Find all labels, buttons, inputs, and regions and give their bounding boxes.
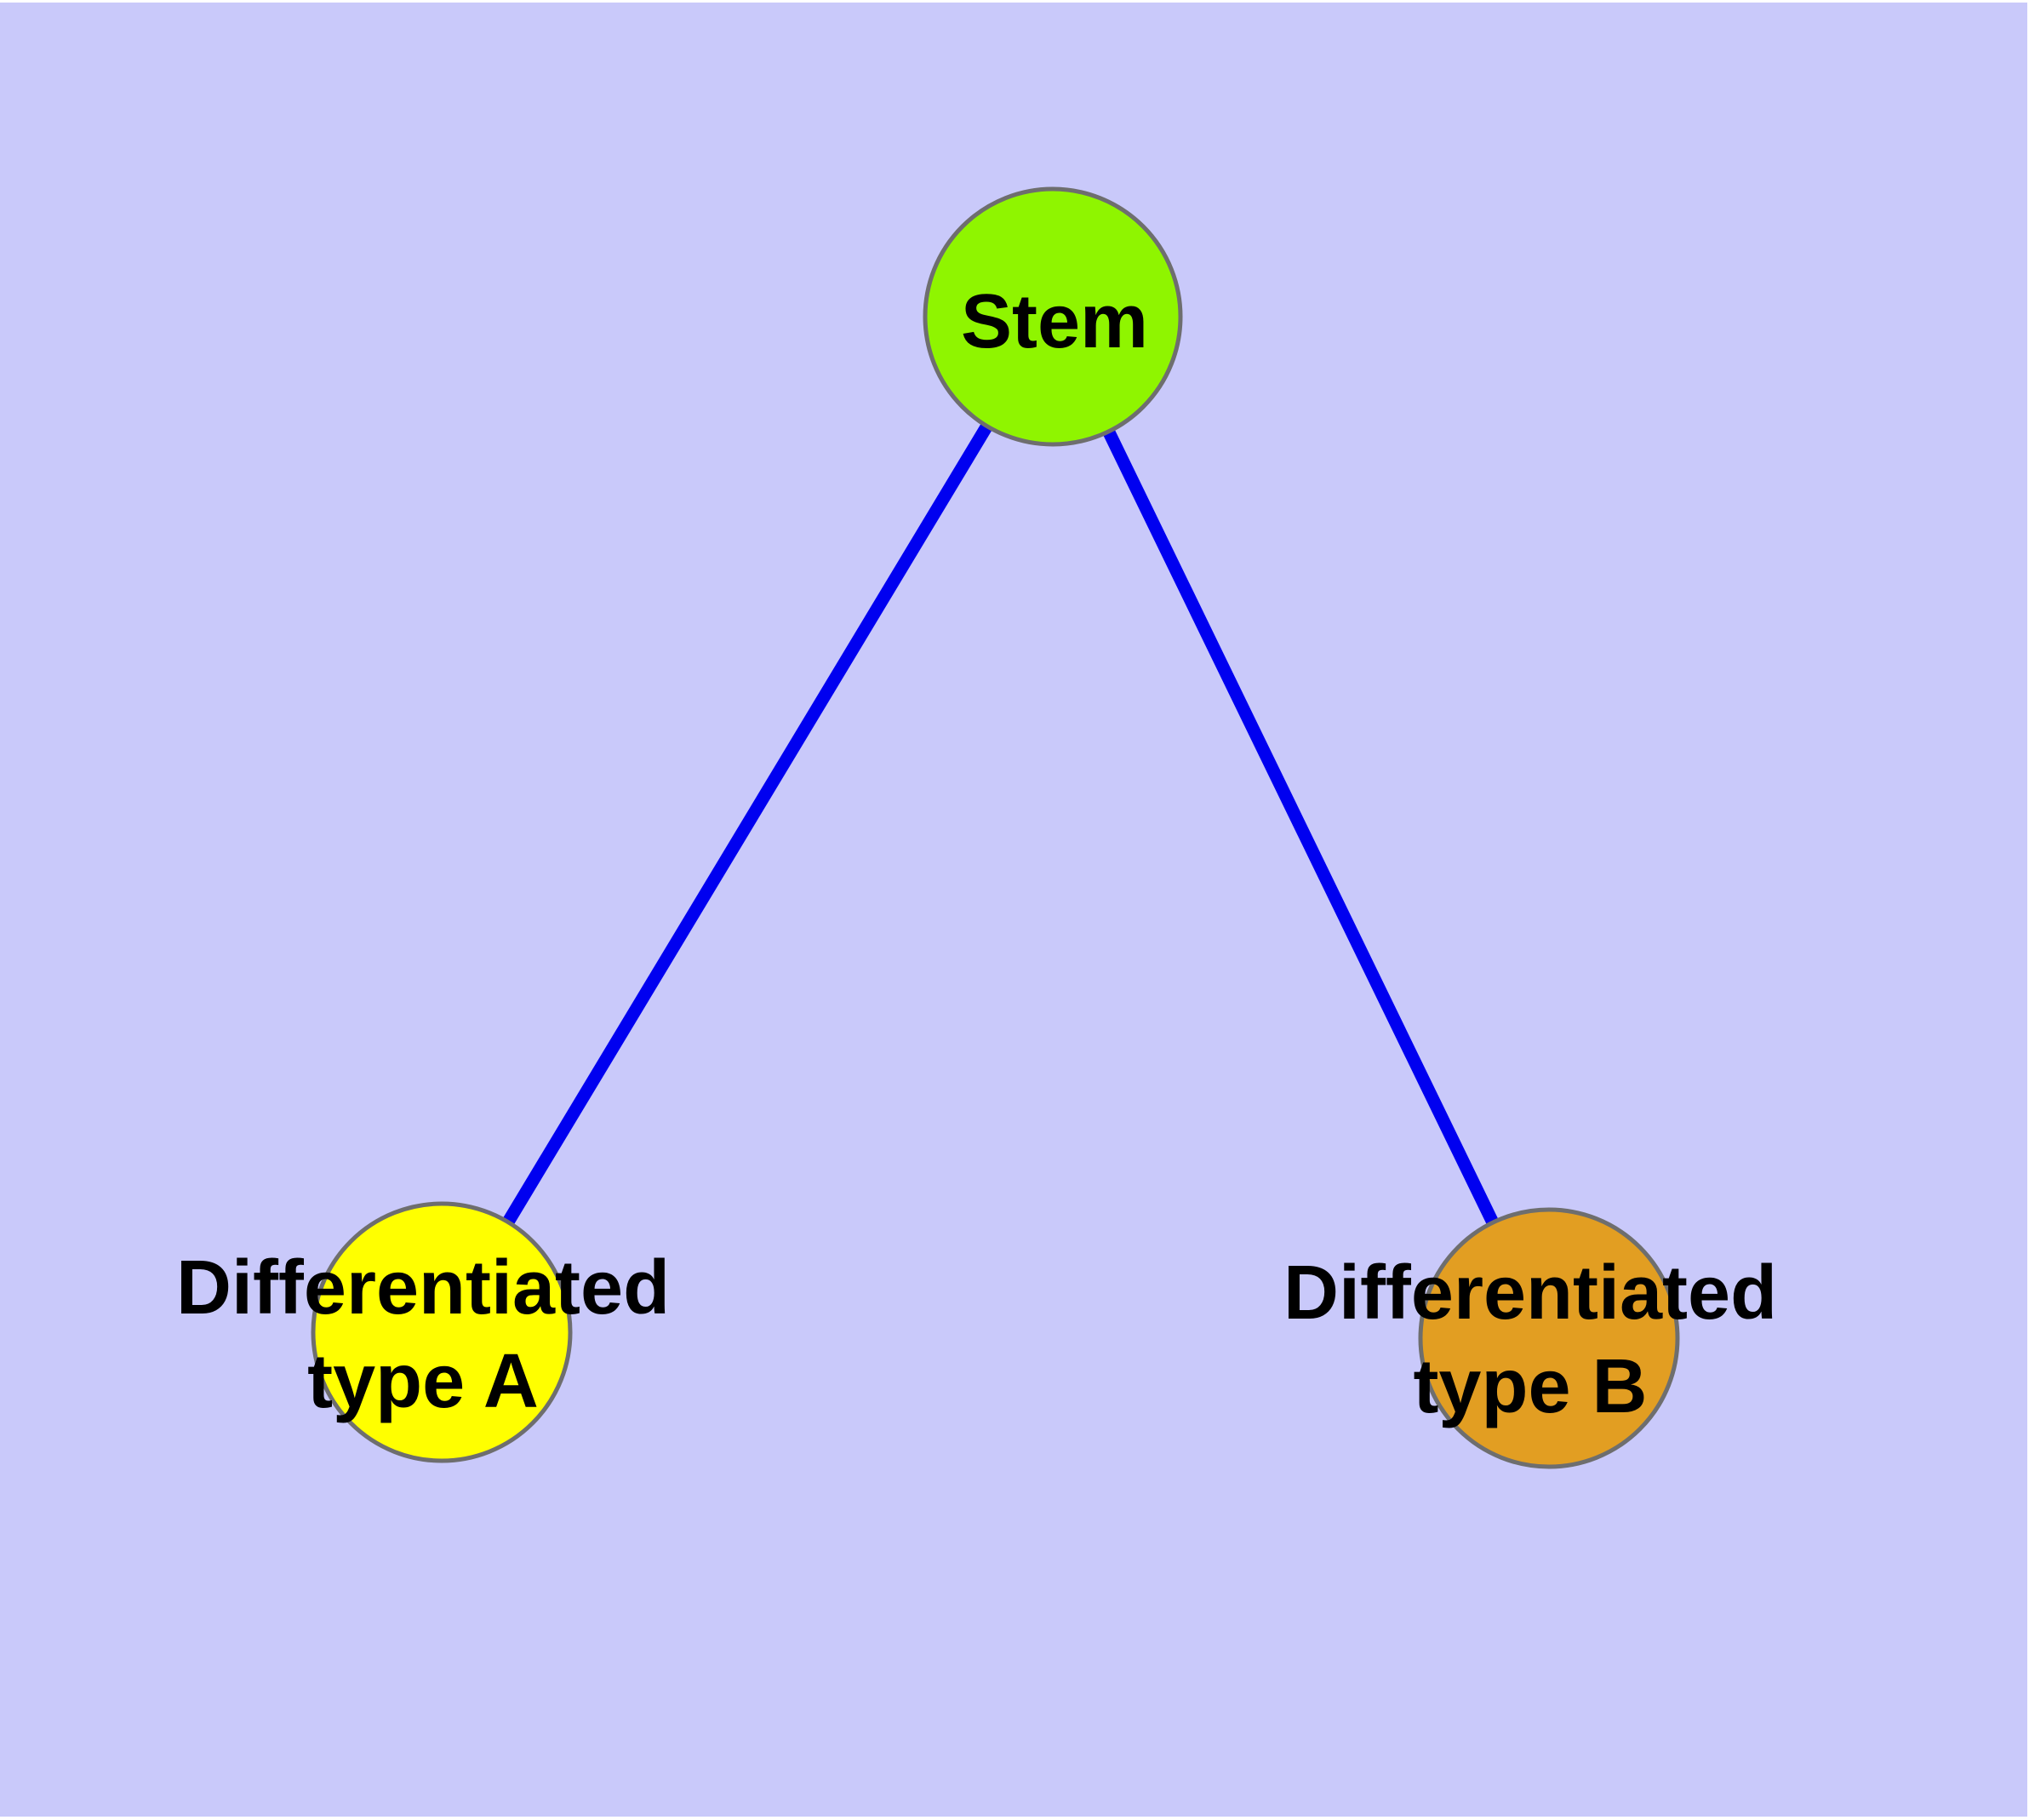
edge-stem-to-type-b — [1047, 313, 1555, 1342]
edge-stem-to-type-a — [436, 313, 1059, 1336]
type-a-node-circle — [311, 1201, 573, 1463]
type-b-node-circle — [1418, 1207, 1680, 1469]
stem-node-circle — [923, 186, 1183, 447]
